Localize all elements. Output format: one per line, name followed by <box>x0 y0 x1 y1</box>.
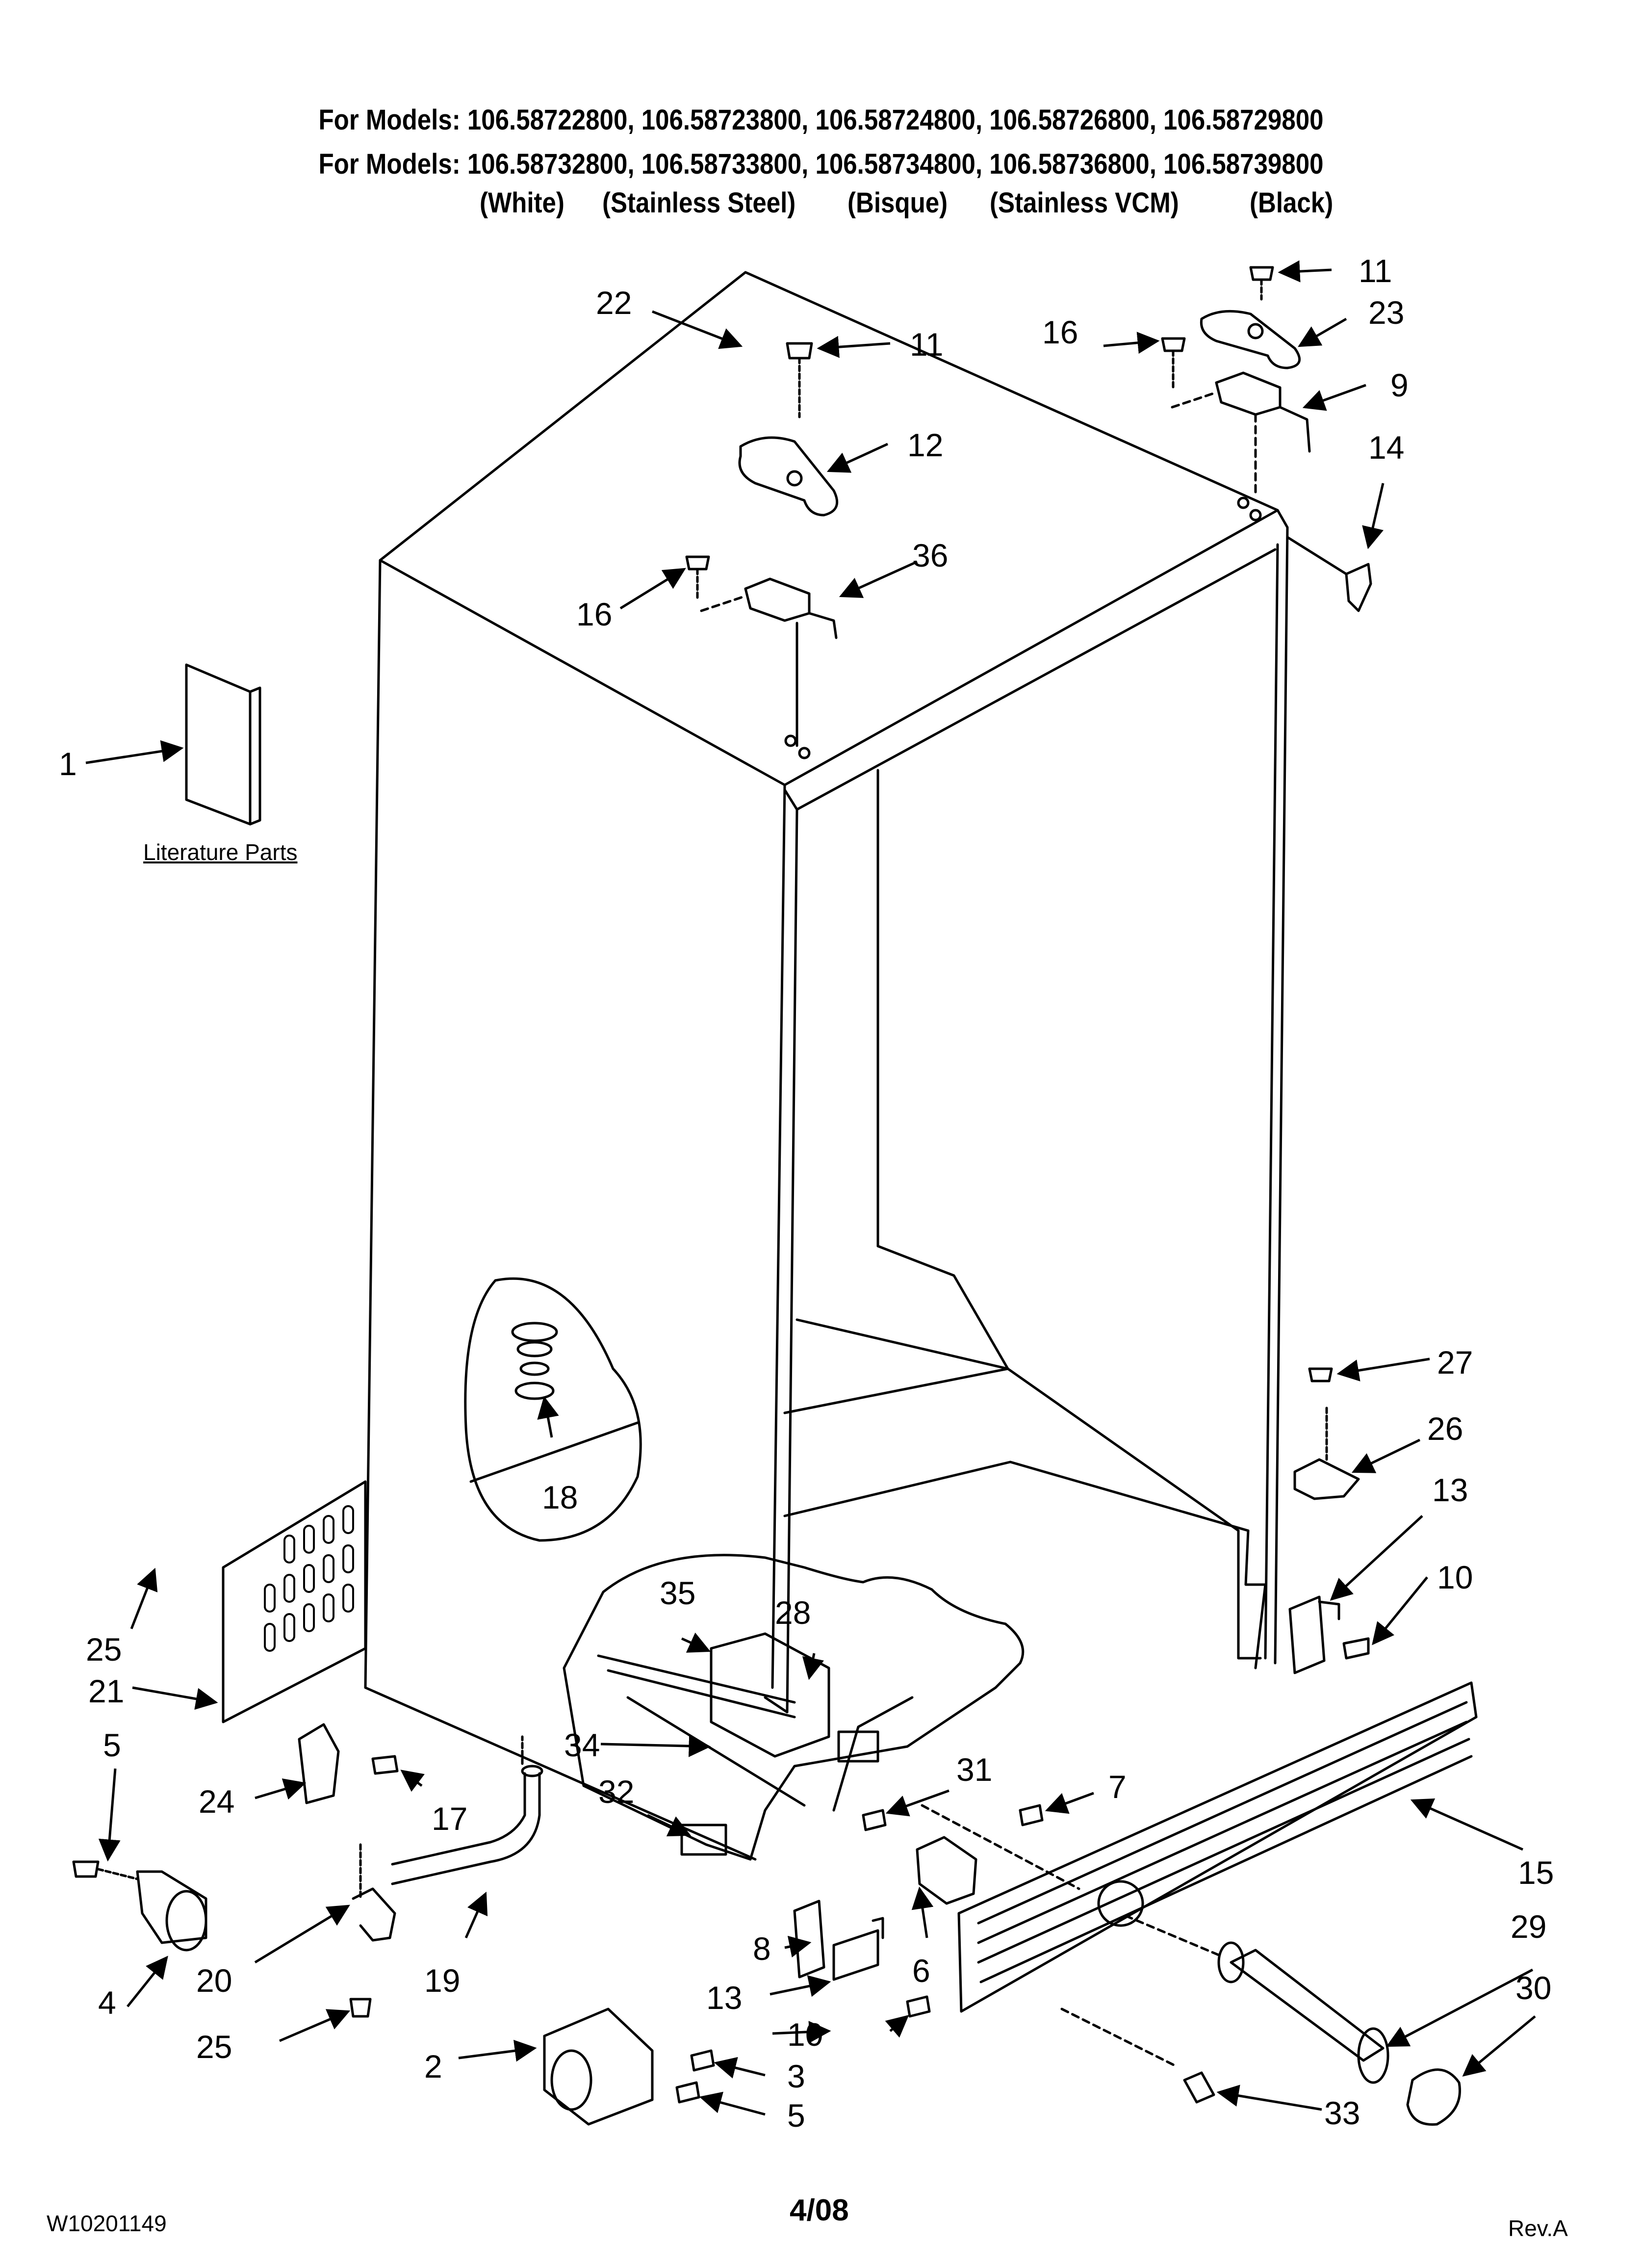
grille-slots <box>264 1505 354 1652</box>
callout-labels: 1 2 3 4 5 5 6 7 8 9 10 10 11 11 12 13 13… <box>59 253 1554 2134</box>
hinge-26-shape <box>1293 1367 1360 1500</box>
screw-11-right <box>1249 266 1274 301</box>
color-bisque: (Bisque) <box>847 187 948 219</box>
callout-2: 2 <box>424 2048 442 2085</box>
clamp-20-shape <box>349 1843 396 2018</box>
callout-1: 1 <box>59 746 77 782</box>
trim-14-shape <box>1286 536 1372 612</box>
revision: Rev.A <box>1508 2216 1568 2241</box>
screw-16-right <box>1161 337 1186 389</box>
callout-5-bottom: 5 <box>787 2097 805 2134</box>
callout-27: 27 <box>1437 1344 1473 1381</box>
callout-10-bottom: 10 <box>787 2016 823 2053</box>
callout-10-right: 10 <box>1437 1559 1473 1595</box>
color-stainless-steel: (Stainless Steel) <box>602 187 796 219</box>
callout-13-bottom: 13 <box>706 1980 742 2016</box>
screw-11-left <box>786 342 813 418</box>
callout-12: 12 <box>907 427 943 463</box>
callout-26: 26 <box>1427 1410 1463 1447</box>
callout-36: 36 <box>912 537 948 574</box>
hinge-bracket-36-shape <box>700 577 838 759</box>
callout-34: 34 <box>564 1727 600 1763</box>
filter-29-shape <box>1124 1914 1389 2084</box>
callout-5-left: 5 <box>103 1727 121 1763</box>
callout-18: 18 <box>542 1479 578 1515</box>
callout-32: 32 <box>598 1773 634 1810</box>
hinge-13-right-shape <box>1288 1595 1370 1674</box>
callout-8: 8 <box>753 1930 771 1967</box>
callout-3: 3 <box>787 2058 805 2094</box>
callout-21: 21 <box>88 1673 124 1709</box>
hinge-bracket-9-shape <box>1171 371 1311 521</box>
bracket-6-shape <box>916 1836 977 1905</box>
hinge-cover-12-shape <box>738 436 839 517</box>
literature-booklet <box>185 663 261 826</box>
callout-25-bottom: 25 <box>196 2029 232 2065</box>
callout-arrows <box>85 260 1536 2116</box>
inset-18-shape <box>464 1277 642 1542</box>
callout-24: 24 <box>199 1783 234 1820</box>
bracket-8-13-shape <box>793 1900 931 2018</box>
color-black: (Black) <box>1250 187 1334 219</box>
callout-4: 4 <box>98 1984 116 2021</box>
issue-date: 4/08 <box>790 2193 849 2227</box>
callout-20: 20 <box>196 1962 232 1999</box>
callout-28: 28 <box>775 1594 811 1631</box>
callout-16-right: 16 <box>1042 314 1078 350</box>
screw-7-31-shape <box>862 1804 1080 1890</box>
callout-7: 7 <box>1108 1769 1127 1805</box>
screw-16-left <box>685 555 710 600</box>
callout-16-left: 16 <box>576 596 612 632</box>
callout-11-right: 11 <box>1359 253 1392 289</box>
color-stainless-vcm: (Stainless VCM) <box>990 187 1179 219</box>
hinge-cover-23-shape <box>1200 310 1301 369</box>
water-filter-area-shape <box>563 1554 1025 1861</box>
hinge-24-shape <box>298 1723 399 1804</box>
toe-grille-15-shape <box>957 1681 1478 2013</box>
callout-30: 30 <box>1515 1970 1551 2006</box>
callout-14: 14 <box>1368 429 1404 466</box>
callout-31: 31 <box>956 1751 992 1788</box>
model-line-1: For Models: 106.58722800, 106.58723800, … <box>318 104 1324 136</box>
leveler-4-shape <box>72 1860 207 1952</box>
callout-6: 6 <box>912 1953 930 1989</box>
model-line-2: For Models: 106.58732800, 106.58733800, … <box>318 148 1324 180</box>
callout-35: 35 <box>660 1575 695 1611</box>
callout-13-right: 13 <box>1432 1472 1468 1508</box>
model-header: For Models: 106.58722800, 106.58723800, … <box>99 98 1543 186</box>
callout-19: 19 <box>424 1962 460 1999</box>
color-white: (White) <box>480 187 564 219</box>
callout-17: 17 <box>432 1800 467 1837</box>
clip-33-shape <box>1060 2007 1215 2104</box>
callout-23: 23 <box>1368 294 1404 331</box>
callout-33: 33 <box>1324 2095 1360 2131</box>
cap-30-shape <box>1406 2068 1461 2126</box>
hinge-2-shape <box>543 2007 715 2126</box>
callout-29: 29 <box>1511 1908 1546 1945</box>
callout-22: 22 <box>596 285 632 321</box>
callout-9: 9 <box>1390 367 1409 403</box>
rear-grille-21-shape <box>222 1480 367 1723</box>
cabinet-body <box>364 271 1289 1861</box>
callout-15: 15 <box>1518 1854 1554 1891</box>
literature-parts-label: Literature Parts <box>143 839 298 865</box>
tube-19-shape <box>391 1735 543 1885</box>
doc-number: W10201149 <box>47 2211 167 2236</box>
callout-25-left: 25 <box>86 1631 122 1668</box>
callout-11-left: 11 <box>910 326 944 363</box>
